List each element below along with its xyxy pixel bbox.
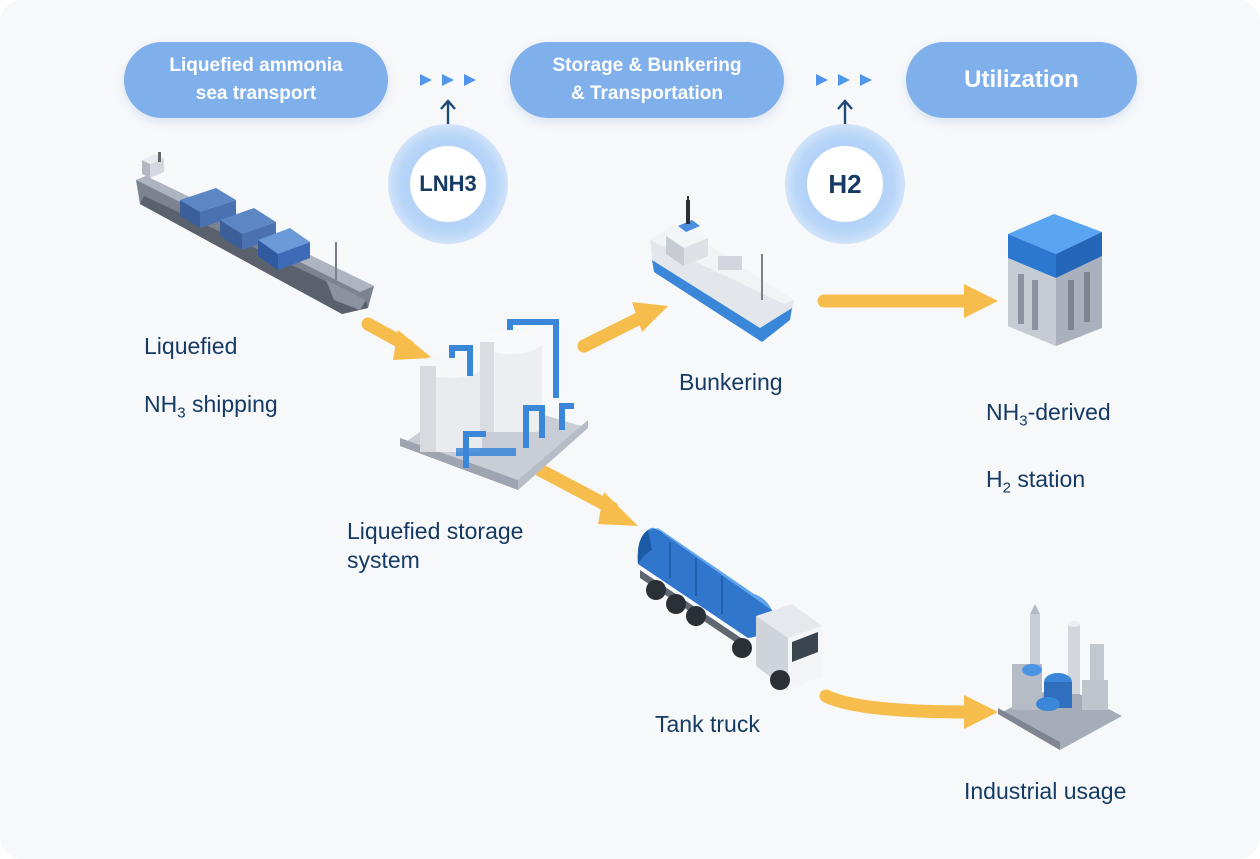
stage-utilization-label: Utilization	[964, 66, 1079, 93]
label-tank-truck: Tank truck	[655, 711, 760, 737]
cargo-ship-icon	[136, 152, 374, 314]
label-h2-station: NH3-derived H2 station	[986, 399, 1111, 497]
stage-pill-storage: Storage & Bunkering & Transportation	[510, 42, 784, 118]
label-shipping: Liquefied NH3 shipping	[144, 333, 278, 422]
chevrons-icon	[420, 74, 476, 86]
label-bunkering: Bunkering	[679, 369, 783, 395]
storage-tanks-icon	[400, 319, 588, 490]
tank-truck-icon	[637, 527, 822, 690]
stage-transport-label: Liquefied ammonia sea transport	[169, 55, 343, 104]
chevrons-icon	[816, 74, 872, 86]
label-storage-system: Liquefied storage system	[347, 518, 524, 573]
flow-arrow	[817, 284, 998, 318]
h2-station-icon	[1008, 214, 1102, 346]
flow-arrow	[361, 317, 432, 360]
label-industrial-usage: Industrial usage	[964, 778, 1127, 804]
stage-pill-transport: Liquefied ammonia sea transport	[124, 42, 388, 118]
h2-carrier-ring: H2	[785, 124, 905, 244]
industrial-plant-icon	[998, 604, 1122, 750]
stage-pill-utilization: Utilization	[906, 42, 1137, 118]
lnh3-carrier-ring: LNH3	[388, 124, 508, 244]
bunkering-vessel-icon	[650, 196, 794, 342]
flow-arrow	[577, 302, 668, 353]
lnh3-bubble: LNH3	[410, 146, 486, 222]
flow-arrow	[819, 689, 998, 729]
stage-storage-label: Storage & Bunkering & Transportation	[552, 55, 742, 104]
h2-bubble: H2	[807, 146, 883, 222]
flow-arrow	[533, 463, 638, 526]
